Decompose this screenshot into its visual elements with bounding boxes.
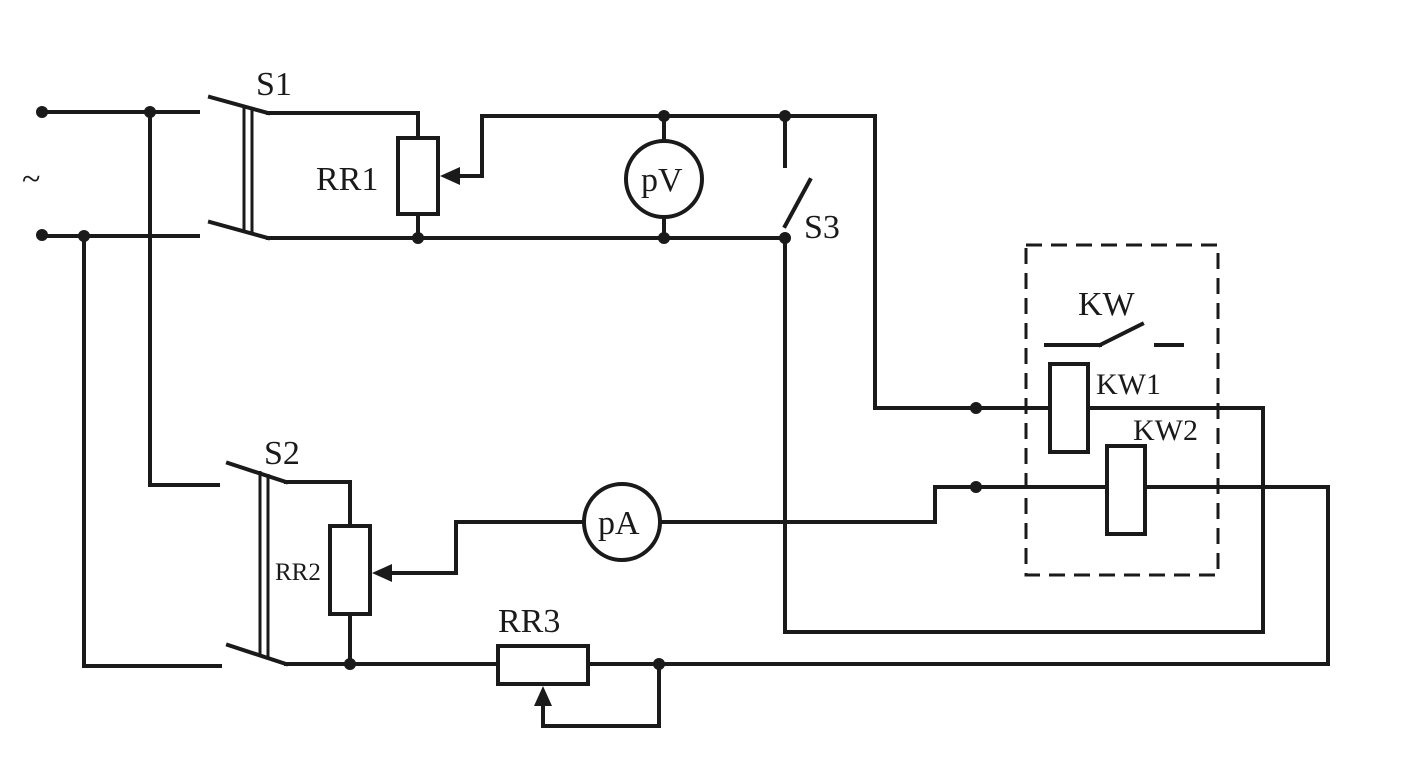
rr2-resistor xyxy=(328,524,372,616)
kw1-coil xyxy=(1048,362,1090,454)
relay-kw: KW KW1 KW2 xyxy=(873,243,1265,577)
rr1-label: RR1 xyxy=(316,161,378,198)
rr1-resistor xyxy=(396,136,440,216)
kw1-label: KW1 xyxy=(1096,368,1161,401)
s1-label: S1 xyxy=(256,66,292,103)
rr1-wiper-arrow xyxy=(440,167,460,185)
voltmeter-pv xyxy=(624,139,704,219)
switch-s3: S3 xyxy=(779,110,1265,634)
rr3-label: RR3 xyxy=(498,603,560,640)
pa-label: pA xyxy=(598,505,640,542)
current-circuit: RR2 pA RR3 xyxy=(275,480,1330,728)
rr3-resistor xyxy=(496,644,590,686)
kw-label: KW xyxy=(1078,286,1136,323)
rr2-wiper-arrow xyxy=(372,564,392,582)
supply-wiring xyxy=(40,106,222,668)
switch-s1: S1 xyxy=(207,66,292,241)
switch-s2: S2 xyxy=(225,435,300,667)
s3-label: S3 xyxy=(804,209,840,246)
pv-label: pV xyxy=(641,162,683,199)
s2-label: S2 xyxy=(264,435,300,472)
ac-source: ~ xyxy=(22,106,48,241)
voltage-circuit: RR1 pV xyxy=(266,110,877,410)
kw2-coil xyxy=(1105,444,1147,536)
rr2-label: RR2 xyxy=(275,559,321,586)
kw2-label: KW2 xyxy=(1133,414,1198,447)
rr3-wiper-arrow xyxy=(534,686,552,706)
source-symbol: ~ xyxy=(22,161,40,198)
